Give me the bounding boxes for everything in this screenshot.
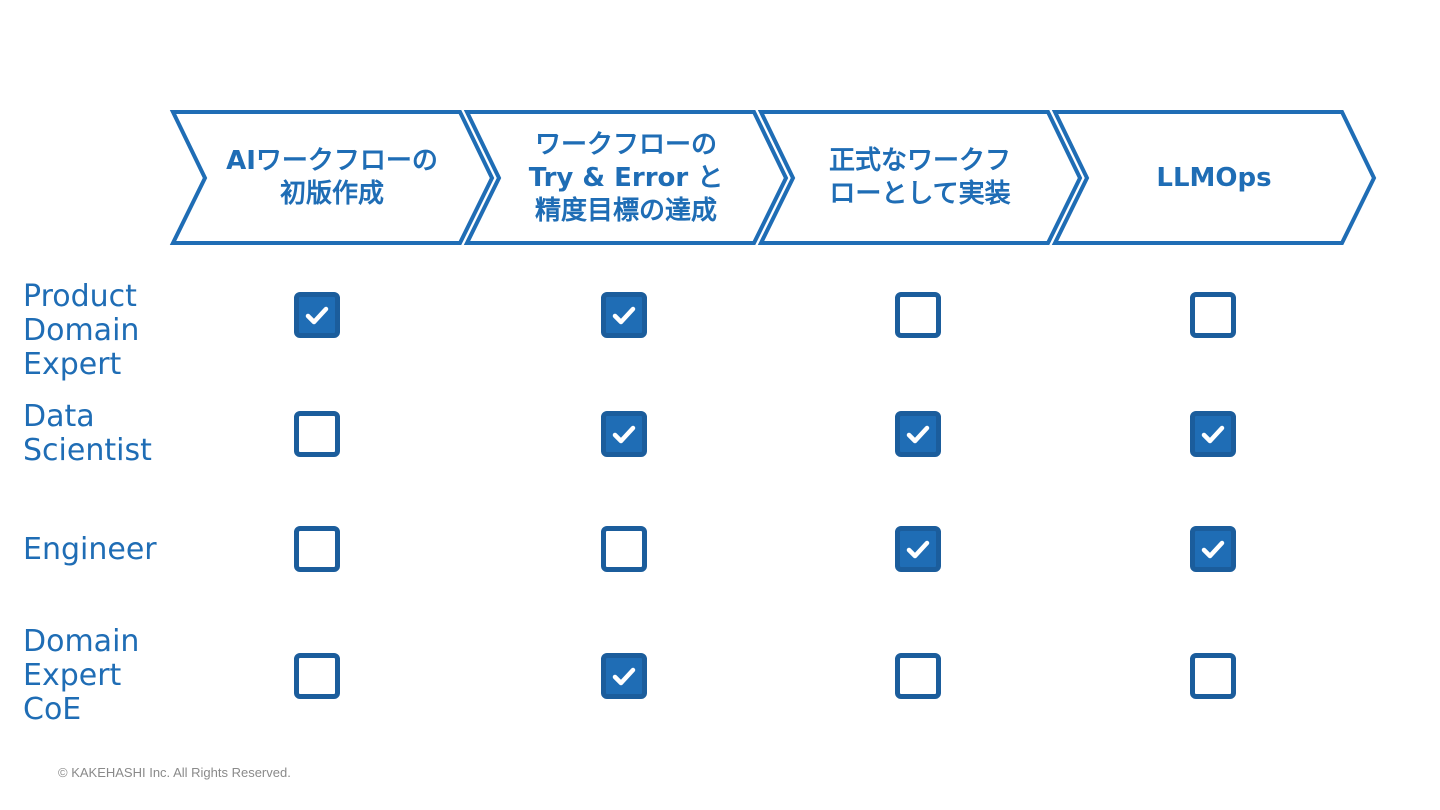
stage-3-chevron	[757, 110, 1083, 245]
role-label-product-domain-expert: Product Domain Expert	[23, 279, 140, 382]
stage-4-label: LLMOps	[1156, 163, 1272, 193]
checkbox-r4-c2[interactable]	[601, 653, 647, 699]
checkbox-r2-c4[interactable]	[1190, 411, 1236, 457]
stage-2-label: ワークフローの Try & Error と 精度目標の達成	[528, 130, 724, 226]
checkmark-icon	[1201, 540, 1225, 559]
copyright-footer: © KAKEHASHI Inc. All Rights Reserved.	[58, 765, 291, 780]
checkbox-r1-c1[interactable]	[294, 292, 340, 338]
checkbox-r2-c3[interactable]	[895, 411, 941, 457]
checkbox-r3-c1[interactable]	[294, 526, 340, 572]
checkbox-r1-c3[interactable]	[895, 292, 941, 338]
stage-3-label: 正式なワークフ ローとして実装	[828, 146, 1011, 209]
checkbox-r3-c2[interactable]	[601, 526, 647, 572]
checkmark-icon	[906, 540, 930, 559]
checkmark-icon	[906, 425, 930, 444]
checkbox-r2-c2[interactable]	[601, 411, 647, 457]
checkmark-icon	[612, 667, 636, 686]
checkbox-r4-c1[interactable]	[294, 653, 340, 699]
stage-1-label: AIワークフローの 初版作成	[226, 146, 438, 209]
role-label-domain-expert-coe: Domain Expert CoE	[23, 624, 140, 727]
role-label-engineer: Engineer	[23, 532, 157, 567]
checkmark-icon	[1201, 425, 1225, 444]
checkbox-r1-c2[interactable]	[601, 292, 647, 338]
process-chevrons	[169, 110, 1377, 245]
checkmark-icon	[612, 306, 636, 325]
checkbox-r3-c4[interactable]	[1190, 526, 1236, 572]
role-label-data-scientist: Data Scientist	[23, 399, 152, 468]
checkbox-r1-c4[interactable]	[1190, 292, 1236, 338]
checkmark-icon	[305, 306, 329, 325]
stage-4-chevron	[1051, 110, 1377, 245]
checkbox-r4-c3[interactable]	[895, 653, 941, 699]
checkmark-icon	[612, 425, 636, 444]
checkbox-r3-c3[interactable]	[895, 526, 941, 572]
checkbox-r4-c4[interactable]	[1190, 653, 1236, 699]
stage-2-chevron	[463, 110, 789, 245]
stage-1-chevron	[169, 110, 495, 245]
checkbox-r2-c1[interactable]	[294, 411, 340, 457]
